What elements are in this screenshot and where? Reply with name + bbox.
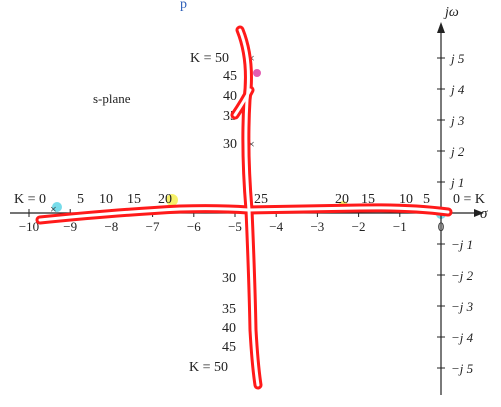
lower-branch-gain-labels: 30 35 40 45 K = 50	[189, 271, 236, 375]
imag-tick-label: j 3	[449, 113, 465, 128]
real-axis-arrow	[474, 209, 484, 217]
real-tick-label: 0	[438, 219, 445, 234]
gain-label: 25	[254, 192, 268, 207]
imag-tick-label: −j 3	[451, 299, 474, 314]
gain-label: 15	[127, 192, 141, 207]
imag-tick-label: j 5	[449, 51, 465, 66]
imag-tick-label: −j 1	[451, 237, 473, 252]
gain-label-right-k: 0 = K	[453, 192, 485, 207]
locus-left-core	[38, 207, 250, 222]
gain-label: 40	[222, 321, 236, 336]
gain-label-upper-k: K = 50	[190, 51, 229, 66]
locus-right-core	[246, 206, 450, 214]
real-tick-label: −1	[393, 219, 407, 234]
gain-label: 35	[222, 302, 236, 317]
real-tick-label: −3	[310, 219, 324, 234]
imag-axis-arrow	[437, 22, 445, 33]
real-tick-label: −6	[187, 219, 201, 234]
real-tick-label: −10	[19, 219, 39, 234]
imag-tick-label: −j 2	[451, 268, 474, 283]
gain-label: 30	[223, 137, 237, 152]
pole-marker: ×	[248, 137, 255, 151]
gain-label: 30	[222, 271, 236, 286]
locus-lower-core	[247, 208, 260, 387]
pole-marker: ×	[50, 202, 57, 216]
gain-label: 45	[223, 69, 237, 84]
gain-label: 20	[158, 192, 172, 207]
plane-label: s-plane	[93, 91, 131, 106]
imag-tick-label: −j 5	[451, 361, 474, 376]
gain-label: 5	[77, 192, 84, 207]
gain-label: 40	[223, 89, 237, 104]
gain-label: 20	[335, 192, 349, 207]
real-tick-label: −4	[269, 219, 283, 234]
gain-label-lower-k: K = 50	[189, 360, 228, 375]
imag-axis-ticks: j 1 j 2 j 3 j 4 j 5 −j 1 −j 2 −j 3 −j 4 −j 5	[437, 51, 474, 376]
imag-axis-label: jω	[443, 5, 459, 20]
real-axis-label: σ	[480, 206, 488, 222]
real-axis-gain-labels: K = 0 5 10 15 20 25 20 15 10 5 0 = K	[14, 192, 485, 207]
real-tick-label: −7	[146, 219, 160, 234]
real-tick-label: −5	[228, 219, 242, 234]
real-tick-label: −2	[352, 219, 366, 234]
imag-tick-label: j 2	[449, 144, 465, 159]
gain-label: 45	[222, 340, 236, 355]
locus-highlight	[35, 25, 453, 390]
marker-magenta	[253, 69, 261, 77]
gain-label: 10	[399, 192, 413, 207]
gain-label: 5	[423, 192, 430, 207]
real-tick-label: −8	[104, 219, 118, 234]
real-tick-label: −9	[63, 219, 77, 234]
upper-branch-gain-labels: K = 50 45 40 35 30	[190, 51, 237, 152]
marker-yellow-left	[166, 194, 178, 206]
gain-label-left-k: K = 0	[14, 192, 46, 207]
gain-label: 10	[99, 192, 113, 207]
imag-tick-label: −j 4	[451, 330, 474, 345]
gain-label: 15	[361, 192, 375, 207]
imag-tick-label: j 1	[449, 175, 464, 190]
imag-tick-label: j 4	[449, 82, 465, 97]
marker-cyan-left	[52, 202, 62, 212]
title-fragment: p	[180, 0, 187, 12]
locus-upper-core	[233, 28, 252, 212]
